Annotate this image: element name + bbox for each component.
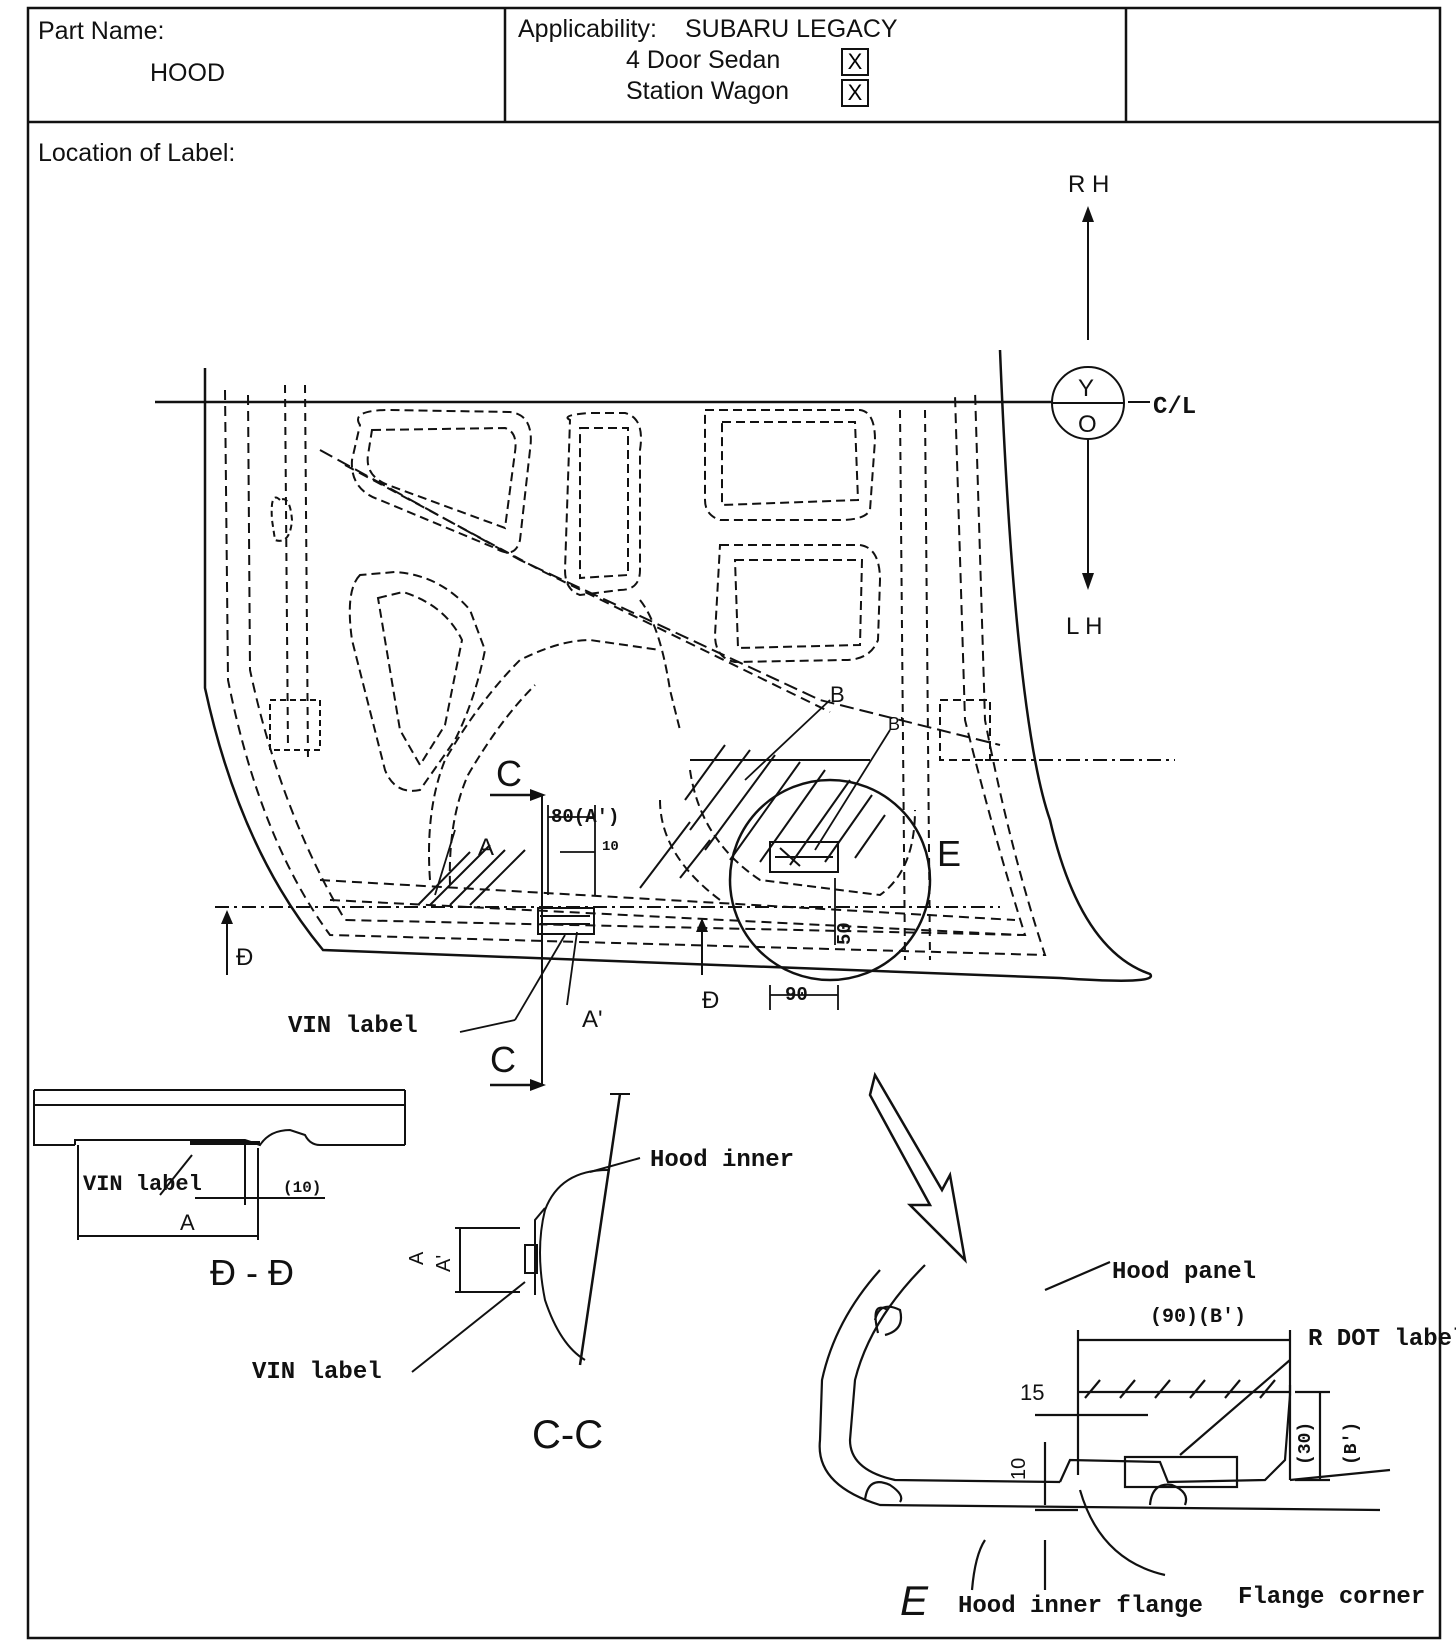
section-dd-view	[33, 1089, 406, 1240]
section-d-markers	[221, 910, 708, 975]
e-rdot-line1: R DOT label	[1308, 1326, 1456, 1353]
detail-e-marker: E	[937, 833, 961, 874]
vin-label-main: VIN label	[288, 1013, 418, 1040]
dim-50: 50	[834, 922, 856, 945]
dim-80: 80(A')	[551, 806, 619, 828]
variant-wagon-checkbox: X	[841, 79, 869, 107]
section-d-left: Đ	[236, 944, 253, 971]
section-c-bottom: C	[490, 1039, 516, 1080]
detail-arrow	[868, 1071, 967, 1264]
section-d-right: Đ	[702, 987, 719, 1014]
e-dim-b: (B')	[1342, 1422, 1362, 1465]
marker-b-prime: B'	[888, 714, 903, 734]
cc-marker-a-prime: A'	[433, 1255, 455, 1272]
e-hood-inner-flange: Hood inner flange	[958, 1593, 1203, 1620]
marker-b: B	[830, 682, 845, 707]
e-dim-top: (90)(B')	[1150, 1306, 1246, 1329]
part-name-value: HOOD	[150, 59, 225, 87]
marker-a: A	[478, 834, 494, 861]
cc-title: C-C	[532, 1413, 603, 1457]
e-dim-10: 10	[1008, 1458, 1030, 1480]
cc-vin-label: VIN label	[252, 1359, 382, 1386]
lh-label: L H	[1066, 613, 1102, 640]
section-c-top: C	[496, 753, 522, 794]
location-of-label: Location of Label:	[38, 139, 236, 167]
cc-hood-inner: Hood inner	[650, 1147, 794, 1174]
e-dim-15: 15	[1020, 1380, 1044, 1405]
centerline-label: C/L	[1153, 394, 1196, 421]
circle-bottom-label: O	[1078, 411, 1097, 438]
dd-vin-line1: VIN label	[83, 1172, 202, 1197]
dim-90: 90	[785, 984, 808, 1006]
sheet-frame	[26, 6, 1442, 1640]
hood-plan-view	[155, 349, 1175, 982]
e-hood-panel: Hood panel	[1112, 1259, 1256, 1286]
vin-label-zone	[417, 844, 595, 935]
dd-title: Đ - Đ	[210, 1252, 294, 1293]
variant-sedan-checkbox: X	[841, 48, 869, 76]
main-dimensions	[434, 699, 891, 1033]
detail-e-view	[818, 1260, 1391, 1591]
orientation-indicator	[1051, 206, 1125, 590]
variant-sedan-label: 4 Door Sedan	[626, 46, 781, 74]
applicability-label: Applicability:	[518, 15, 657, 43]
variant-wagon-label: Station Wagon	[626, 77, 790, 105]
hatched-area	[639, 744, 886, 889]
dd-marker-a: A	[180, 1210, 195, 1235]
e-letter: E	[900, 1577, 929, 1624]
section-c-markers	[490, 789, 546, 1091]
applicability-model: SUBARU LEGACY	[685, 15, 898, 43]
rh-label: R H	[1068, 171, 1109, 198]
marker-a-prime: A'	[582, 1006, 603, 1033]
section-cc-view	[411, 1093, 641, 1373]
rdot-label-zone	[728, 778, 932, 982]
e-dim-30: (30)	[1296, 1422, 1316, 1465]
e-flange-corner: Flange corner	[1238, 1584, 1425, 1611]
dd-dim-10: (10)	[283, 1179, 321, 1197]
circle-top-label: Y	[1078, 375, 1094, 402]
cc-marker-a: A	[406, 1251, 428, 1265]
part-name-label: Part Name:	[38, 17, 165, 45]
dim-10-main: 10	[602, 839, 619, 855]
